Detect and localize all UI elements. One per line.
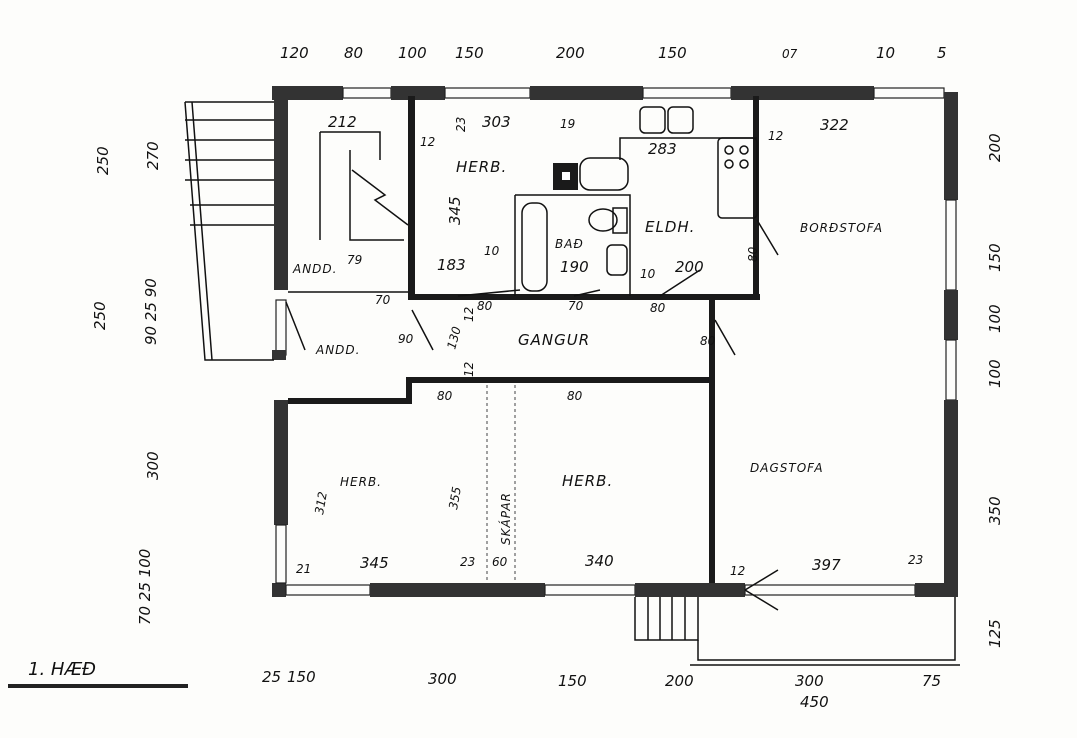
dim-top: 150 (455, 44, 484, 62)
dim-label: 12 (462, 307, 476, 322)
entrance-steps (634, 569, 960, 666)
dim-top: 07 (782, 47, 798, 61)
dim-bottom: 150 (558, 672, 587, 690)
dim-right: 125 (986, 619, 1004, 648)
title-underline (8, 684, 188, 688)
dim-bottom: 300 (428, 670, 457, 688)
dim-label: 397 (812, 556, 841, 574)
dim-left: 90 25 90 (142, 278, 160, 345)
dim-label: 12 (768, 129, 783, 143)
room-labels: HERB. BAÐ ELDH. BORÐSTOFA ANDD. ANDD. GA… (292, 158, 883, 545)
room-andd-top: ANDD. (292, 262, 337, 276)
dim-label: 322 (820, 116, 849, 134)
dim-label: 80 (437, 389, 453, 403)
dim-label: 23 (454, 117, 468, 132)
dim-label: 355 (446, 486, 464, 511)
dim-label: 183 (437, 256, 466, 274)
room-bad: BAÐ (555, 237, 584, 251)
dim-label: 10 (640, 267, 656, 281)
dim-label: 10 (484, 244, 500, 258)
dim-label: 345 (360, 554, 389, 572)
dimensions-right: 200 150 100 100 350 125 (986, 133, 1004, 648)
room-gangur: GANGUR (518, 331, 590, 349)
dim-label: 340 (585, 552, 614, 570)
floor-title: 1. HÆÐ (28, 659, 96, 680)
dim-top: 200 (556, 44, 585, 62)
dim-right: 350 (986, 496, 1004, 525)
dim-label: 12 (730, 564, 745, 578)
room-skapar: SKÁPAR (498, 492, 513, 545)
dim-label: 212 (328, 113, 357, 131)
interior-walls (288, 96, 760, 583)
dim-label: 79 (347, 253, 362, 267)
dim-label: 70 (375, 293, 391, 307)
dim-label: 12 (462, 362, 476, 377)
dim-label: 80 (700, 334, 716, 348)
dim-label: 60 (492, 555, 508, 569)
dim-top: 120 (280, 44, 309, 62)
room-herb-top: HERB. (456, 158, 507, 176)
dim-label: 312 (312, 491, 330, 516)
dimensions-bottom: 25 150 300 150 200 300 450 75 (262, 668, 941, 711)
stairs (184, 101, 409, 361)
dim-top: 100 (398, 44, 427, 62)
dim-label: 80 (477, 299, 493, 313)
room-dagstofa: DAGSTOFA (750, 461, 824, 475)
dim-right: 100 (986, 304, 1004, 333)
dim-bottom: 75 (922, 672, 941, 690)
dim-left: 70 25 100 (136, 549, 154, 625)
dimensions-left: 250 270 250 90 25 90 300 70 25 100 (91, 141, 162, 625)
dim-top: 5 (937, 44, 947, 62)
dim-label: 19 (560, 117, 575, 131)
room-herb-mid: HERB. (562, 472, 613, 490)
dim-top: 80 (344, 44, 363, 62)
dim-label: 23 (460, 555, 475, 569)
door-swings (285, 219, 779, 356)
dim-label: 23 (908, 553, 923, 567)
room-bordstofa: BORÐSTOFA (800, 221, 883, 235)
dim-label: 12 (420, 135, 435, 149)
kitchen-fixtures (521, 106, 758, 292)
room-herb-left: HERB. (340, 475, 382, 489)
dim-bottom: 150 (287, 668, 316, 686)
room-andd: ANDD. (315, 343, 360, 357)
dim-right: 150 (986, 243, 1004, 272)
room-dimensions: 212 303 345 12 23 19 283 322 12 79 70 18… (296, 113, 923, 578)
dim-bottom: 450 (800, 693, 829, 711)
dim-label: 303 (482, 113, 511, 131)
room-eldh: ELDH. (645, 218, 695, 236)
dim-left: 250 (91, 301, 109, 330)
dim-bottom: 200 (665, 672, 694, 690)
dim-bottom: 25 (262, 668, 281, 686)
dim-label: 70 (568, 299, 584, 313)
dim-left: 270 (144, 141, 162, 170)
dim-label: 80 (650, 301, 666, 315)
dim-right: 100 (986, 359, 1004, 388)
dimensions-top: 120 80 100 150 200 150 07 10 5 (280, 44, 947, 62)
dim-label: 130 (444, 325, 464, 351)
dim-label: 345 (446, 196, 464, 225)
dim-left: 250 (94, 146, 112, 175)
dim-label: 190 (560, 258, 589, 276)
dim-top: 150 (658, 44, 687, 62)
dim-label: 21 (296, 562, 311, 576)
dim-label: 80 (567, 389, 583, 403)
dim-left: 300 (144, 451, 162, 480)
dim-label: 200 (675, 258, 704, 276)
dim-label: 80 (746, 246, 760, 262)
dim-bottom: 300 (795, 672, 824, 690)
dim-right: 200 (986, 133, 1004, 162)
dim-label: 283 (648, 140, 677, 158)
dim-top: 10 (876, 44, 895, 62)
exterior-walls (272, 86, 958, 597)
dim-label: 90 (398, 332, 414, 346)
